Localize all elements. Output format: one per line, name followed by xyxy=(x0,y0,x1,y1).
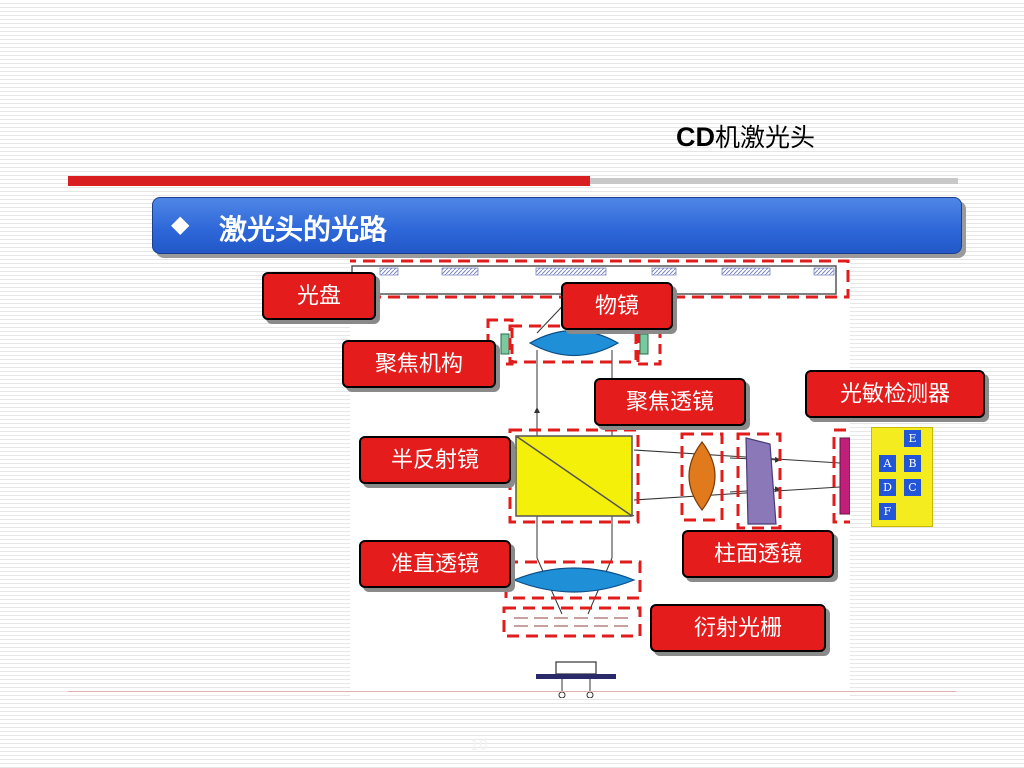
detector-cell-b: B xyxy=(904,455,921,472)
photodetector-strip xyxy=(832,428,850,524)
focusing-lens xyxy=(680,432,724,522)
title-rule-red xyxy=(68,176,590,186)
detector-cell-e: E xyxy=(904,430,921,447)
callout-focus-mechanism: 聚焦机构 xyxy=(342,340,496,388)
optical-path-svg xyxy=(350,259,850,698)
page-number: 10 xyxy=(470,738,488,754)
detector-cell-d: D xyxy=(879,479,896,496)
callout-collimator-lens: 准直透镜 xyxy=(359,540,511,588)
footer-rule xyxy=(68,691,956,692)
half-mirror xyxy=(508,428,640,524)
detector-cell-a: A xyxy=(879,455,896,472)
detector-grid: E A B D C F xyxy=(871,427,933,527)
diamond-bullet-icon: ◆ xyxy=(171,210,190,238)
collimator-lens xyxy=(504,560,642,600)
callout-focus-lens: 聚焦透镜 xyxy=(594,378,746,426)
slide-title: CD机激光头 xyxy=(676,118,815,154)
diffraction-grating xyxy=(502,606,642,638)
callout-half-mirror: 半反射镜 xyxy=(359,436,511,484)
callout-objective: 物镜 xyxy=(561,282,673,330)
optical-disc xyxy=(350,259,850,299)
callout-grating: 衍射光栅 xyxy=(650,604,826,652)
callout-disc: 光盘 xyxy=(262,272,376,320)
callout-cylindrical-lens: 柱面透镜 xyxy=(682,530,834,578)
title-rule-gray xyxy=(590,178,958,184)
detector-cell-c: C xyxy=(904,479,921,496)
detector-cell-f: F xyxy=(879,503,896,520)
laser-diode xyxy=(536,661,616,698)
slide-title-chinese: 机激光头 xyxy=(715,123,816,152)
callout-photodetector: 光敏检测器 xyxy=(805,370,985,418)
cylindrical-lens xyxy=(736,432,782,530)
section-banner: ◆ 激光头的光路 xyxy=(152,197,962,254)
slide-title-latin: CD xyxy=(676,122,715,152)
section-heading: 激光头的光路 xyxy=(219,213,388,246)
